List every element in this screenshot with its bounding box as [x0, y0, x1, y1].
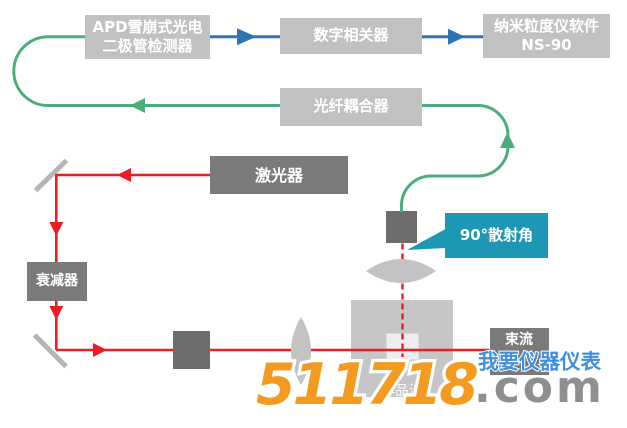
node-attenuator: 衰减器 — [27, 262, 87, 301]
watermark-domain: .com — [474, 362, 605, 413]
blue-arrow1-icon — [237, 28, 256, 46]
red-arrow-down1-icon — [49, 222, 64, 236]
detector-head-square — [386, 211, 417, 243]
apd-label-line2: 二极管检测器 — [102, 36, 193, 55]
fiber-coupler-label: 光纤耦合器 — [313, 97, 389, 115]
correlator-label: 数字相关器 — [313, 26, 389, 44]
attenuator-label: 衰减器 — [36, 273, 78, 289]
software-label-line1: 纳米粒度仪软件 — [493, 17, 599, 35]
mirror-top-icon — [33, 158, 69, 193]
scatter-angle-callout: 90°散射角 — [445, 213, 548, 258]
watermark-slogan: 我要仪器仪表 — [478, 350, 601, 374]
callout-pointer-icon — [407, 229, 446, 250]
node-software: 纳米粒度仪软件 NS-90 — [483, 14, 610, 58]
sample-cell-label: 样品池 — [351, 379, 453, 399]
apd-label-line1: APD雪崩式光电 — [92, 17, 203, 36]
node-fiber-coupler: 光纤耦合器 — [280, 87, 422, 126]
software-label-line2: NS-90 — [521, 36, 572, 54]
focusing-lens-icon — [291, 317, 311, 385]
collection-lens-icon — [366, 259, 436, 283]
beam-dump-label: 束流 — [505, 332, 533, 348]
laser-beam-arrows — [49, 168, 131, 357]
laser-label: 激光器 — [254, 165, 303, 185]
fiber-path — [12, 35, 510, 212]
red-arrow-down2-icon — [49, 306, 64, 320]
node-beam-dump: 束流 — [489, 328, 549, 375]
green-arrow-up-icon — [500, 132, 515, 148]
node-apd-detector: APD雪崩式光电 二极管检测器 — [85, 14, 210, 59]
red-arrow-right-icon — [93, 343, 107, 357]
sample-cell-label-text: 样品池 — [381, 383, 423, 399]
watermark-digits: 511718 — [256, 352, 477, 418]
optic-square-bottom — [173, 331, 210, 369]
scatter-angle-label: 90°散射角 — [459, 226, 534, 244]
green-arrow-left-icon — [130, 98, 145, 113]
node-correlator: 数字相关器 — [280, 17, 422, 54]
blue-arrow2-icon — [448, 28, 465, 45]
mirror-bottom-icon — [32, 333, 68, 369]
red-arrow-left-icon — [117, 168, 131, 182]
node-laser: 激光器 — [210, 156, 348, 194]
